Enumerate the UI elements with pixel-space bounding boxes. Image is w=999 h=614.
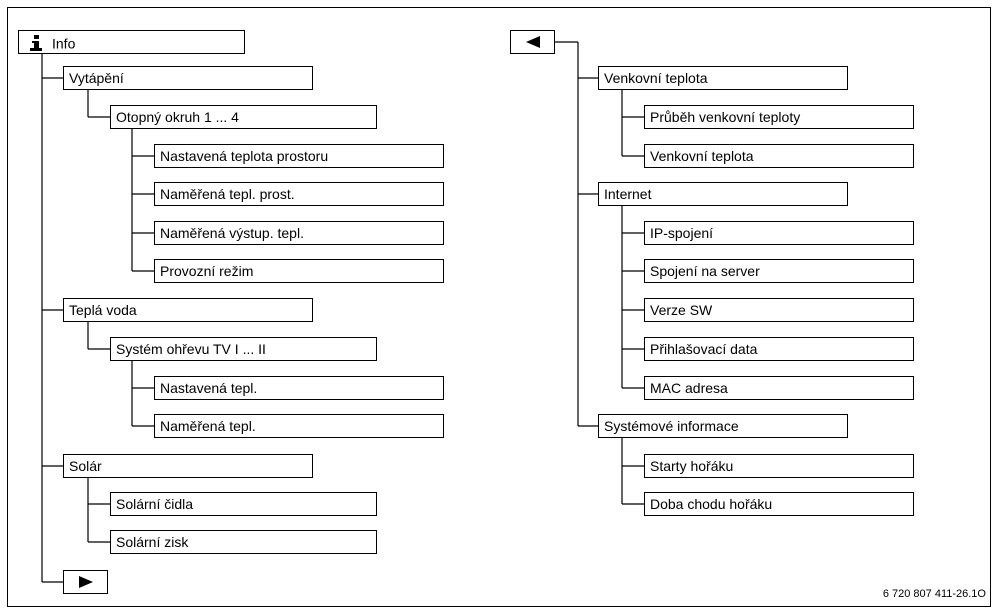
menu-item-hw-measured-temp[interactable]: Naměřená tepl. [154, 414, 444, 438]
menu-item-measured-flow-temp[interactable]: Naměřená výstup. tepl. [154, 221, 444, 245]
menu-item-solar-yield[interactable]: Solární zisk [110, 530, 377, 554]
menu-item-heating[interactable]: Vytápění [63, 66, 313, 90]
menu-item-solar-sensors[interactable]: Solární čidla [110, 492, 377, 516]
menu-item-sw-version[interactable]: Verze SW [644, 298, 914, 322]
menu-item-ip-connection[interactable]: IP-spojení [644, 221, 914, 245]
figure-id-label: 6 720 807 411-26.1O [882, 588, 986, 600]
info-root-box[interactable]: Info [18, 30, 245, 54]
menu-item-solar[interactable]: Solár [63, 454, 313, 478]
menu-item-hot-water-system[interactable]: Systém ohřevu TV I ... II [110, 337, 377, 361]
menu-item-outdoor-temp[interactable]: Venkovní teplota [598, 66, 848, 90]
menu-item-hw-set-temp[interactable]: Nastavená tepl. [154, 376, 444, 400]
menu-item-heating-circuit[interactable]: Otopný okruh 1 ... 4 [110, 105, 377, 129]
menu-item-burner-starts[interactable]: Starty hořáku [644, 454, 914, 478]
menu-item-mac-address[interactable]: MAC adresa [644, 376, 914, 400]
diagram-frame [7, 7, 991, 607]
next-triangle-icon [78, 576, 93, 588]
next-page-button[interactable] [63, 570, 108, 594]
menu-item-set-room-temp[interactable]: Nastavená teplota prostoru [154, 144, 444, 168]
menu-item-measured-room-temp[interactable]: Naměřená tepl. prost. [154, 182, 444, 206]
menu-item-outdoor-temp-history[interactable]: Průběh venkovní teploty [644, 105, 914, 129]
back-triangle-icon [525, 36, 540, 48]
back-page-button[interactable] [510, 30, 555, 54]
menu-item-hot-water[interactable]: Teplá voda [63, 298, 313, 322]
info-icon [30, 35, 42, 52]
menu-item-internet[interactable]: Internet [598, 182, 848, 206]
menu-item-login-data[interactable]: Přihlašovací data [644, 337, 914, 361]
menu-item-system-info[interactable]: Systémové informace [598, 414, 848, 438]
menu-item-outdoor-temp-value[interactable]: Venkovní teplota [644, 144, 914, 168]
menu-item-operating-mode[interactable]: Provozní režim [154, 259, 444, 283]
menu-item-server-connection[interactable]: Spojení na server [644, 259, 914, 283]
info-root-label: Info [52, 35, 76, 52]
menu-item-burner-runtime[interactable]: Doba chodu hořáku [644, 492, 914, 516]
